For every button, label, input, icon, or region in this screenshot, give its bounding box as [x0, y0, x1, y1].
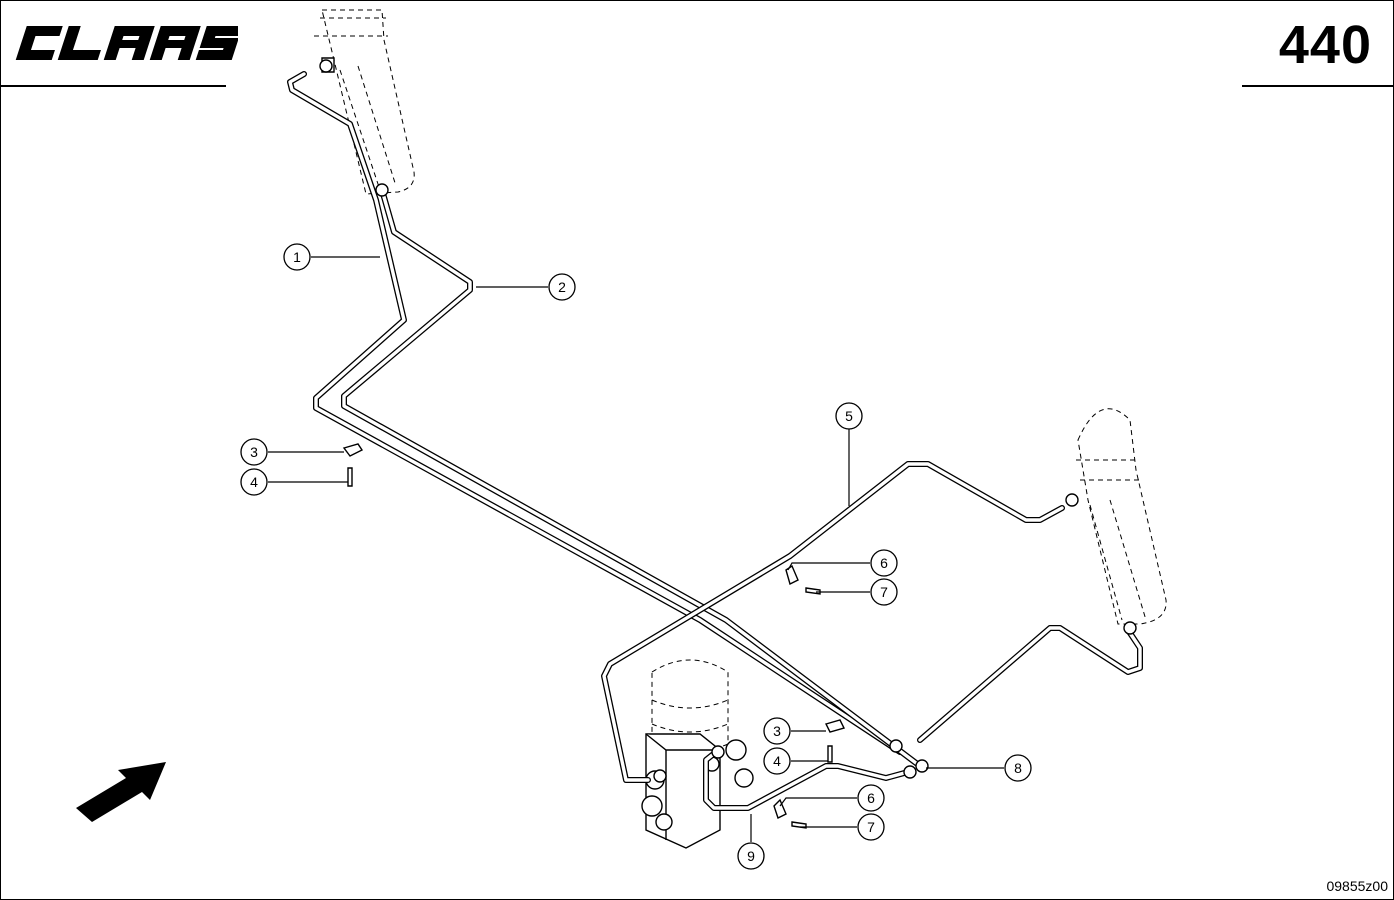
page-number: 440 [1278, 15, 1372, 75]
bolt-4a-icon [347, 467, 353, 487]
svg-text:9: 9 [747, 848, 755, 864]
clamp-6b-icon [773, 798, 787, 819]
right-cylinder [1076, 408, 1167, 625]
svg-text:6: 6 [880, 555, 888, 571]
svg-text:7: 7 [880, 584, 888, 600]
callout-5: 5 [835, 402, 863, 430]
clamp-6a-icon [785, 564, 799, 586]
svg-text:2: 2 [558, 279, 566, 295]
arrow-up-right-icon [76, 762, 166, 822]
svg-text:1: 1 [293, 249, 301, 265]
callout-3a: 3 [240, 438, 268, 466]
pipe-8-return [917, 625, 1143, 743]
clamps-bolts [342, 443, 846, 829]
valve-block [641, 659, 754, 849]
header-rule-right [1242, 85, 1394, 87]
svg-text:3: 3 [250, 444, 258, 460]
svg-text:4: 4 [250, 474, 258, 490]
pipe-9 [703, 749, 911, 811]
drawing-code: 09855z00 [1326, 878, 1388, 894]
clamp-3b-icon [824, 719, 846, 733]
pipe-1 [287, 71, 903, 755]
fittings [319, 59, 1137, 783]
svg-text:5: 5 [845, 408, 853, 424]
callout-9: 9 [737, 842, 765, 870]
claas-logo-icon [15, 26, 243, 60]
bolt-7a-icon [805, 587, 821, 595]
callout-8: 8 [1004, 754, 1032, 782]
pipe-2 [341, 187, 923, 769]
clamp-3a-icon [342, 443, 364, 457]
header-rule-left [0, 85, 226, 87]
callout-6b: 6 [857, 784, 885, 812]
callout-1: 1 [283, 243, 311, 271]
claas-logo [8, 16, 243, 70]
svg-text:3: 3 [773, 723, 781, 739]
bolt-4b-icon [827, 745, 833, 763]
callout-7b: 7 [857, 813, 885, 841]
pipe-5 [601, 461, 1065, 783]
callout-4b: 4 [763, 747, 791, 775]
svg-text:4: 4 [773, 753, 781, 769]
callout-3b: 3 [763, 717, 791, 745]
leader-lines [268, 256, 1004, 842]
callout-4a: 4 [240, 468, 268, 496]
svg-text:7: 7 [867, 819, 875, 835]
svg-text:6: 6 [867, 790, 875, 806]
callout-2: 2 [548, 273, 576, 301]
svg-text:8: 8 [1014, 760, 1022, 776]
callout-6a: 6 [870, 549, 898, 577]
callout-7a: 7 [870, 578, 898, 606]
